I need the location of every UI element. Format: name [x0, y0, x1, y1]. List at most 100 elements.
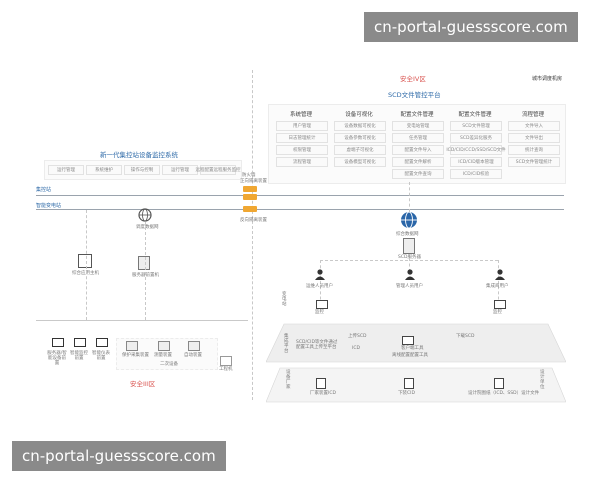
watermark-top: cn-portal-guessscore.com — [364, 12, 578, 42]
function-item-button[interactable]: ICD/CID校验 — [450, 169, 502, 179]
user-label: 集成商用户 — [486, 284, 509, 289]
function-item-button[interactable]: SCD文件管理 — [450, 121, 502, 131]
left-system-title: 新一代集控站设备监控系统 — [100, 151, 178, 159]
pc-label: 客户端工具 — [401, 346, 424, 351]
function-item-button[interactable]: SCD差异化服务 — [450, 133, 502, 143]
biandian-bus — [36, 209, 564, 210]
function-item-button[interactable]: 文件导出 — [508, 133, 560, 143]
function-item-button[interactable]: 配置文件查询 — [392, 169, 444, 179]
connector — [409, 182, 410, 212]
function-item-button[interactable]: 文件导入 — [508, 121, 560, 131]
function-item-button[interactable]: SCD文件管理统计 — [508, 157, 560, 167]
function-item-button[interactable]: 用户管理 — [276, 121, 328, 131]
secondary-area-label: 二次设备 — [160, 362, 178, 367]
left-network-label: 调度数据网 — [136, 225, 159, 230]
zone-safe3-label: 安全III区 — [130, 380, 156, 388]
function-item-button[interactable]: 流程管理 — [276, 157, 328, 167]
vendor-item-label: 设计院图纸（ICD、SSD）设计文件 — [468, 391, 540, 396]
right-server-label: SCD服务器 — [398, 255, 421, 260]
integration-platform — [266, 323, 566, 363]
client-label: 智能监控前置 — [70, 351, 88, 361]
left-function-button[interactable]: 操作与控制 — [124, 165, 160, 175]
function-item-button[interactable]: 配置文件导入 — [392, 145, 444, 155]
function-column-title: 配置文件管理 — [458, 112, 492, 118]
connector — [320, 260, 321, 310]
function-column-title: 配置文件管理 — [400, 112, 434, 118]
function-item-button[interactable]: 权限管理 — [276, 145, 328, 155]
globe-icon — [138, 208, 152, 222]
document-icon — [494, 378, 504, 389]
laptop-icon — [402, 336, 414, 345]
function-item-button[interactable]: ICD/CID版本管理 — [450, 157, 502, 167]
user-icon — [495, 269, 505, 280]
zone-safe4-label: 安全IV区 — [400, 75, 426, 83]
city-dispatch-label: 城市调度机房 — [532, 76, 563, 82]
row-label-jikong: 集控站 — [36, 187, 52, 193]
mid-label-reverse: 反向隔离装置 — [240, 218, 267, 223]
globe-icon — [401, 211, 417, 229]
connector — [145, 222, 146, 320]
client-label: 服务器/智能设备前置 — [47, 351, 67, 366]
watermark-bottom: cn-portal-guessscore.com — [12, 441, 226, 471]
platform2-sublabel: 设计单位 — [540, 370, 545, 390]
connector — [320, 260, 498, 261]
function-item-button[interactable]: 配置文件解析 — [392, 157, 444, 167]
monitor-server-icon — [78, 254, 92, 268]
sub-device-label: 保护采集装置 — [122, 353, 149, 358]
vendor-item-label: 下装CID — [398, 391, 415, 396]
user-label: 运维人员用户 — [306, 284, 333, 289]
left-function-button[interactable]: 系统维护 — [86, 165, 122, 175]
pc-label: 监控 — [493, 310, 502, 315]
zone-divider — [252, 70, 253, 400]
engineering-panel-label: 工程机 — [219, 367, 233, 372]
connector — [409, 258, 410, 272]
tool-label: 离线配置配置工具 — [392, 353, 428, 358]
vendor-item-label: 厂家装置ICD — [310, 391, 336, 396]
platform1-label: 集成平台 — [284, 334, 289, 354]
left-server1-label: 综合应用主机 — [72, 271, 99, 276]
left-function-button[interactable]: 运行管理 — [162, 165, 198, 175]
function-item-button[interactable]: 变电站管理 — [392, 121, 444, 131]
function-item-button[interactable]: 统计查询 — [508, 145, 560, 155]
pc-label: 监控 — [315, 310, 324, 315]
computer-icon — [74, 338, 86, 347]
left-function-button[interactable]: 运行管理 — [48, 165, 84, 175]
right-network-label: 综合数据网 — [396, 232, 419, 237]
mid-label-forward: 正向隔离装置 — [240, 179, 267, 184]
right-platform-title: SCD文件管控平台 — [388, 91, 441, 99]
connector — [498, 260, 499, 310]
user-label: 管理人员用户 — [396, 284, 423, 289]
sub-device-label: 自动装置 — [184, 353, 202, 358]
function-item-button[interactable]: 虚端子可视化 — [334, 145, 386, 155]
mid-label-firewall: 防火墙 — [242, 173, 256, 178]
computer-icon — [96, 338, 108, 347]
server-icon — [403, 238, 415, 254]
function-item-button[interactable]: 任务管理 — [392, 133, 444, 143]
function-item-button[interactable]: ICD/CID/CCD/SSD/SCD文件 — [446, 145, 506, 155]
laptop-icon — [494, 300, 506, 309]
icd-label: ICD — [352, 346, 360, 351]
station-bus — [36, 320, 248, 321]
function-column-title: 流程管理 — [521, 112, 544, 118]
engineering-panel-icon — [220, 356, 232, 366]
document-icon — [404, 378, 414, 389]
device-icon — [126, 341, 138, 351]
user-icon — [315, 269, 325, 280]
function-item-button[interactable]: 设备数据可视化 — [334, 121, 386, 131]
forward-isolation-icon — [243, 194, 257, 200]
client-label: 智能仪表前置 — [92, 351, 110, 361]
firewall-icon — [243, 186, 257, 192]
left-function-button[interactable]: 远程配置远程服务监控 — [196, 165, 241, 175]
upload-scd-label: 上传SCD — [348, 334, 367, 339]
function-item-button[interactable]: 设备模型可视化 — [334, 157, 386, 167]
user-icon — [405, 269, 415, 280]
function-column-title: 系统管理 — [289, 112, 312, 118]
platform2-label: 设备厂家 — [286, 370, 291, 390]
function-item-button[interactable]: 设备参数可视化 — [334, 133, 386, 143]
role-label: 变电站 — [282, 292, 287, 307]
function-item-button[interactable]: 日志管理统计 — [276, 133, 328, 143]
jikong-bus — [36, 195, 564, 196]
laptop-icon — [316, 300, 328, 309]
document-icon — [316, 378, 326, 389]
platform1-note: SCD/CID等文件通过配置工具上传至平台 — [296, 340, 338, 350]
